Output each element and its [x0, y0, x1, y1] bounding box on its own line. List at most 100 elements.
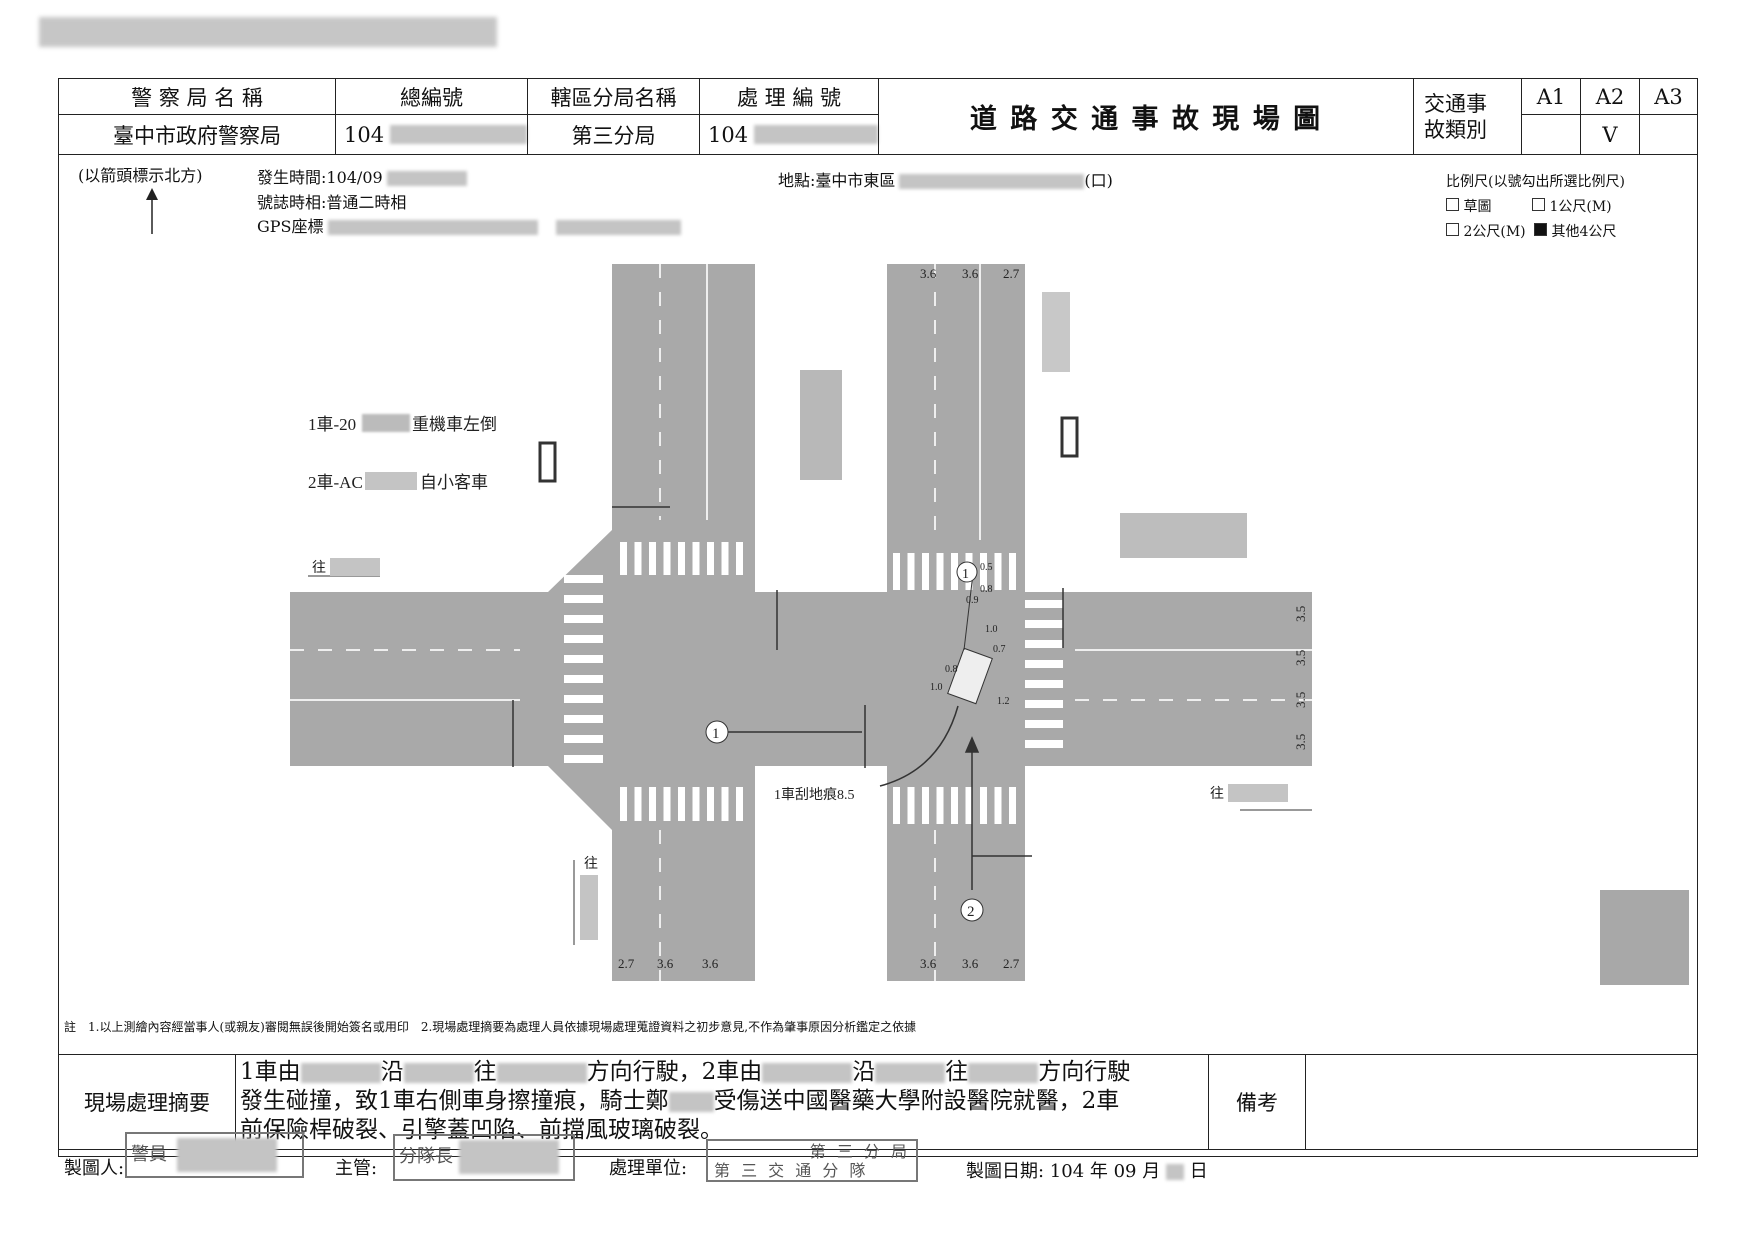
scale-option-sketch[interactable]: 草圖 [1446, 196, 1491, 216]
redacted [1228, 784, 1288, 802]
svg-text:3.5: 3.5 [1293, 650, 1308, 666]
crosswalk-stripe [678, 787, 685, 821]
crosswalk-stripe [663, 542, 671, 575]
redacted [362, 414, 410, 432]
occurrence-time: 發生時間:104/09 [257, 164, 467, 188]
crosswalk-stripe [1025, 620, 1063, 628]
scale-title: 比例尺(以號勾出所選比例尺) [1446, 174, 1625, 190]
svg-text:3.6: 3.6 [962, 956, 979, 971]
crosswalk-stripe [1025, 740, 1063, 748]
summary-line-3: 前保險桿破裂、引擎蓋凹陷、前擋風玻璃破裂。 [240, 1117, 723, 1143]
crosswalk-stripe [620, 542, 627, 575]
crosswalk-stripe [1025, 700, 1063, 708]
crosswalk-stripe [965, 787, 973, 824]
crosswalk-stripe [721, 787, 729, 821]
summary-text: 1車由沿往方向行駛，2車由沿往方向行駛 發生碰撞，致1車右側車身擦撞痕，騎士鄭受… [240, 1058, 1130, 1145]
location-text: 地點:臺中市東區 [778, 171, 896, 190]
crosswalk-stripe [564, 675, 603, 683]
svg-text:0.8: 0.8 [945, 664, 958, 675]
scale-option-other-4m[interactable]: 其他4公尺 [1534, 221, 1616, 241]
remarks-field[interactable] [1305, 1054, 1698, 1150]
summary-label: 現場處理摘要 [58, 1054, 236, 1150]
crosswalk-stripe [907, 553, 915, 590]
redacted [1600, 890, 1689, 985]
option-label: 其他4公尺 [1551, 224, 1617, 240]
skid-mark-path [879, 705, 959, 787]
svg-text:3.6: 3.6 [702, 956, 719, 971]
svg-text:2.7: 2.7 [618, 956, 635, 971]
crosswalk-stripe [721, 542, 729, 575]
type-a3-check [1639, 114, 1698, 155]
redacted [899, 174, 1085, 189]
crosswalk-stripe [994, 553, 1002, 590]
crosswalk-stripe [1009, 553, 1016, 590]
svg-text:3.5: 3.5 [1293, 692, 1308, 708]
measurements: 0.50.80.91.00.70.81.01.2 [930, 562, 1010, 707]
scale-option-2m[interactable]: 2公尺(M) [1446, 221, 1526, 241]
crosswalks [564, 542, 1063, 824]
skid-mark-label: 1車刮地痕8.5 [774, 786, 855, 803]
crosswalk-stripe [564, 715, 603, 723]
drawer-stamp: 警員 [125, 1132, 304, 1178]
branch-value: 第三分局 [527, 114, 700, 155]
option-label: 草圖 [1463, 199, 1492, 215]
case-no-prefix: 104 [708, 122, 749, 147]
type-a3: A3 [1639, 78, 1698, 115]
drawer-label: 製圖人: [64, 1158, 125, 1179]
svg-text:0.7: 0.7 [993, 644, 1006, 655]
checkbox[interactable] [1446, 198, 1459, 211]
crosswalk-stripe [893, 553, 900, 590]
crosswalk-stripe [707, 542, 714, 575]
signal-phase: 號誌時相:普通二時相 [257, 193, 407, 212]
crosswalk-stripe [1025, 640, 1063, 648]
crosswalk-stripe [922, 787, 929, 824]
trajectories [512, 506, 1064, 890]
document-title: 道 路 交 通 事 故 現 場 圖 [878, 78, 1414, 155]
svg-text:0.8: 0.8 [980, 584, 993, 595]
markers [705, 561, 984, 922]
remarks-label: 備考 [1208, 1054, 1306, 1150]
vehicle2-label: 2車-AC [308, 473, 363, 492]
redacted [580, 875, 598, 940]
crosswalk-stripe [707, 787, 714, 821]
checkbox[interactable] [1446, 223, 1459, 236]
diagram-frame [58, 154, 1698, 1157]
crosswalk-stripe [692, 787, 700, 821]
checkbox[interactable] [1532, 198, 1545, 211]
redacted [330, 558, 380, 576]
marker-vehicle1: 1 [962, 567, 969, 582]
crosswalk-stripe [692, 542, 700, 575]
option-label: 2公尺(M) [1463, 224, 1526, 240]
crosswalk-stripe [564, 575, 603, 583]
location-suffix: (口) [1084, 171, 1113, 190]
footnote: 註 1.以上測繪內容經當事人(或親友)審閱無誤後開始簽名或用印 2.現場處理摘要… [64, 1020, 917, 1034]
vehicle1-label: 1車-20 [308, 415, 356, 434]
supervisor-stamp: 分隊長 [393, 1134, 575, 1181]
north-note: (以箭頭標示北方) [78, 166, 203, 185]
crosswalk-stripe [564, 735, 603, 743]
checkbox-checked[interactable] [1534, 223, 1547, 236]
crosswalk-stripe [1025, 720, 1063, 728]
crosswalk-stripe [736, 787, 743, 821]
crosswalk-stripe [980, 553, 987, 590]
crosswalk-stripe [736, 542, 743, 575]
scale-option-1m[interactable]: 1公尺(M) [1532, 196, 1612, 216]
redacted [390, 125, 527, 144]
toward-label-south: 往 [584, 856, 598, 872]
redacted [555, 220, 681, 235]
crosswalk-stripe [994, 787, 1002, 824]
redacted [800, 370, 842, 480]
crosswalk-stripe [564, 635, 603, 643]
crosswalk-stripe [951, 553, 958, 590]
unit-stamp: 第 三 分 局第 三 交 通 分 隊 [706, 1139, 918, 1182]
crosswalk-stripe [1025, 660, 1063, 668]
svg-text:1.0: 1.0 [985, 624, 998, 635]
crosswalk-stripe [936, 787, 944, 824]
redacted [327, 220, 538, 235]
svg-text:2.7: 2.7 [1003, 956, 1020, 971]
svg-text:0.9: 0.9 [966, 595, 979, 606]
redacted [386, 171, 467, 186]
svg-text:2.7: 2.7 [1003, 266, 1020, 281]
